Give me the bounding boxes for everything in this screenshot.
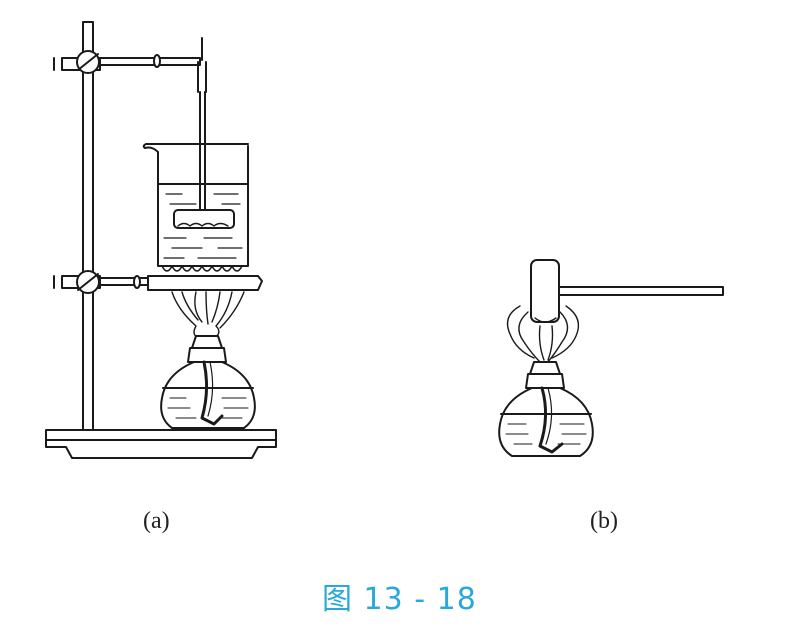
label-b: (b) bbox=[590, 508, 618, 534]
tube-holder-a bbox=[173, 37, 235, 229]
iron-stand-a bbox=[45, 21, 277, 459]
figure-caption: 图 13 - 18 bbox=[322, 582, 477, 617]
label-a: (a) bbox=[143, 508, 170, 534]
flame-a bbox=[171, 291, 245, 341]
alcohol-lamp-b bbox=[498, 361, 594, 457]
flame-b bbox=[506, 305, 580, 363]
crucible-tongs-b bbox=[530, 259, 724, 323]
alcohol-lamp-a bbox=[160, 335, 256, 429]
beaker-a bbox=[142, 143, 249, 272]
ring-support-a bbox=[147, 275, 263, 291]
